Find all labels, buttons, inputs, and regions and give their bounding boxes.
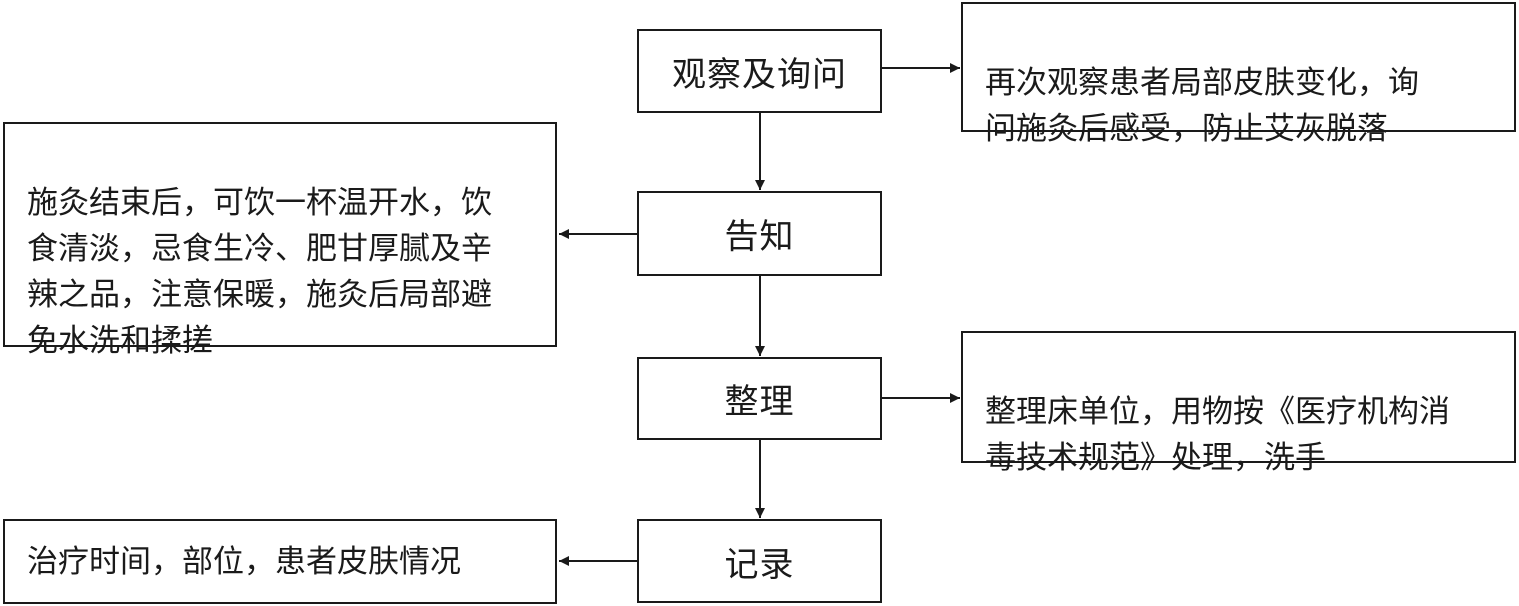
step-observe-inquire: 观察及询问 bbox=[637, 29, 882, 113]
note-text: 施灸结束后，可饮一杯温开水，饮 食清淡，忌食生冷、肥甘厚腻及辛 辣之品，注意保暖… bbox=[27, 185, 492, 359]
step-label: 整理 bbox=[724, 382, 795, 422]
step-label: 记录 bbox=[724, 544, 795, 585]
step-tidy-up: 整理 bbox=[637, 357, 882, 440]
note-tidy-details: 整理床单位，用物按《医疗机构消 毒技术规范》处理，洗手 bbox=[961, 331, 1516, 476]
note-record-details: 治疗时间，部位，患者皮肤情况 bbox=[3, 519, 557, 604]
note-text: 整理床单位，用物按《医疗机构消 毒技术规范》处理，洗手 bbox=[985, 394, 1450, 476]
note-observe-details: 再次观察患者局部皮肤变化，询 问施灸后感受，防止艾灰脱落 bbox=[961, 2, 1516, 147]
note-inform-details: 施灸结束后，可饮一杯温开水，饮 食清淡，忌食生冷、肥甘厚腻及辛 辣之品，注意保暖… bbox=[3, 122, 557, 359]
step-record: 记录 bbox=[637, 519, 882, 603]
note-text: 再次观察患者局部皮肤变化，询 问施灸后感受，防止艾灰脱落 bbox=[985, 65, 1419, 147]
step-label: 告知 bbox=[724, 217, 795, 257]
note-text: 治疗时间，部位，患者皮肤情况 bbox=[27, 543, 461, 580]
step-inform: 告知 bbox=[637, 191, 882, 276]
step-label: 观察及询问 bbox=[672, 54, 847, 95]
